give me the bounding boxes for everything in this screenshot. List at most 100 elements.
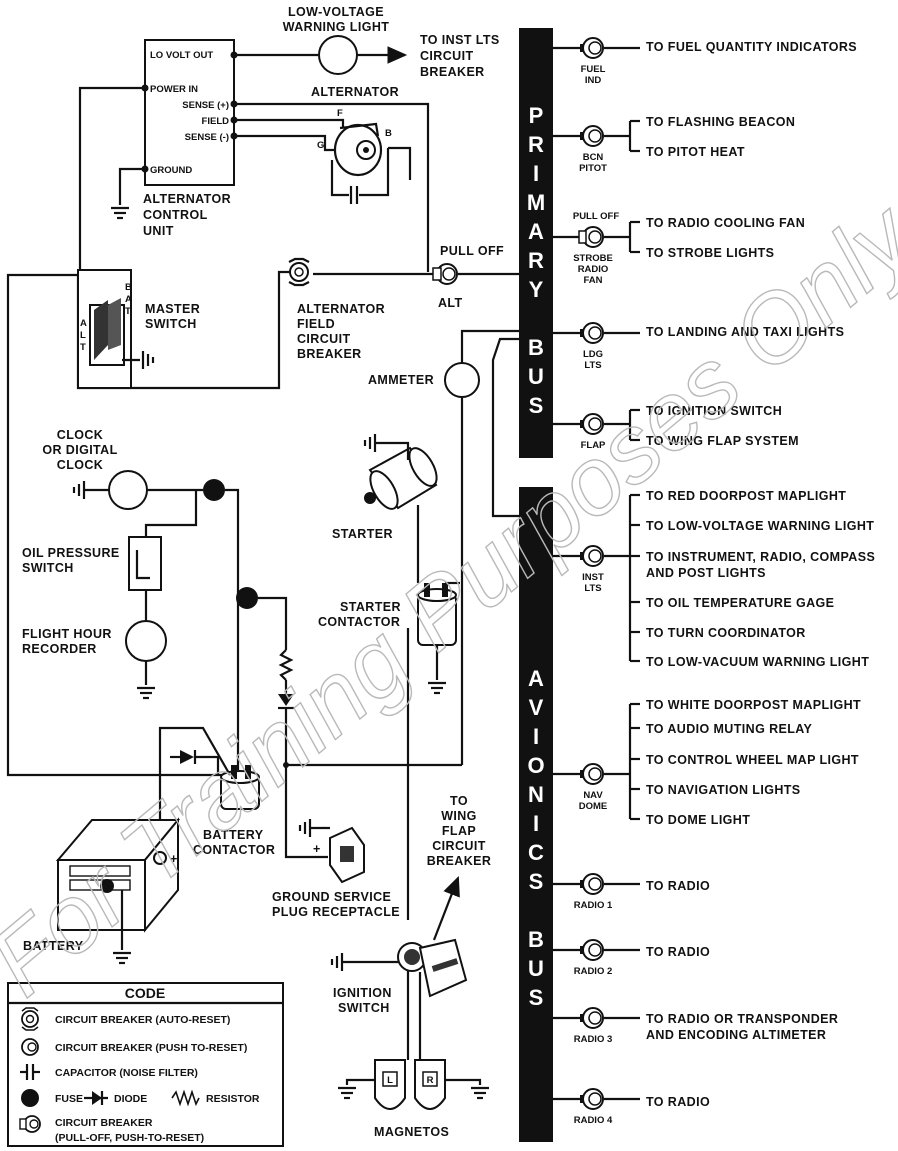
field-cb-label-1: ALTERNATOR <box>297 302 385 316</box>
breaker-name-line: LDG <box>583 349 603 360</box>
breaker-output: TO RADIO <box>646 945 710 959</box>
acu-label-1: ALTERNATOR <box>143 192 231 206</box>
legend-push-reset: CIRCUIT BREAKER (PUSH TO-RESET) <box>55 1042 247 1054</box>
primary-bus-letter-3: M <box>527 190 545 215</box>
battery-contactor-label-1: BATTERY <box>203 828 264 842</box>
avionics-bus-letter-11: S <box>529 985 544 1010</box>
ground-service-plug: - + GROUND SERVICE PLUG RECEPTACLE <box>272 820 400 919</box>
code-title: CODE <box>125 985 165 1001</box>
breaker-name-line: FUEL <box>581 64 606 75</box>
breaker-flap[interactable]: FLAP TO IGNITION SWITCH TO WING FLAP SYSTE… <box>553 404 799 451</box>
legend-pull-off-2: (PULL-OFF, PUSH-TO-RESET) <box>55 1132 204 1144</box>
primary-bus-letter-10: S <box>529 393 544 418</box>
gsp-label-1: GROUND SERVICE <box>272 890 391 904</box>
master-alt-l: L <box>80 330 86 341</box>
legend-capacitor-icon <box>20 1064 40 1080</box>
magneto-right: R <box>427 1075 434 1086</box>
primary-bus-letter-0: P <box>529 103 544 128</box>
breaker-output: TO LANDING AND TAXI LIGHTS <box>646 325 844 339</box>
avionics-bus-letter-5: I <box>533 811 539 836</box>
legend-auto-reset: CIRCUIT BREAKER (AUTO-RESET) <box>55 1014 230 1026</box>
breaker-pull-label: PULL OFF <box>573 211 619 222</box>
breaker-radio-4[interactable]: RADIO 4TO RADIO <box>553 1088 710 1126</box>
breaker-name-line: RADIO 3 <box>574 1034 613 1045</box>
alternator-label: ALTERNATOR <box>311 85 399 99</box>
breaker-output: TO CONTROL WHEEL MAP LIGHT <box>646 753 859 767</box>
avionics-bus-letter-9: B <box>528 927 544 952</box>
breaker-radio-2[interactable]: RADIO 2TO RADIO <box>553 939 710 977</box>
hour-recorder-label-1: FLIGHT HOUR <box>22 627 112 641</box>
breaker-radio-1[interactable]: RADIO 1TO RADIO <box>553 873 710 911</box>
breaker-name-line: FLAP <box>581 440 606 451</box>
acu-label-2: CONTROL <box>143 208 208 222</box>
wing-flap-4: CIRCUIT <box>432 839 486 853</box>
master-bat-a: A <box>125 294 132 305</box>
wing-flap-1: TO <box>450 794 468 808</box>
breaker-output: TO DOME LIGHT <box>646 813 750 827</box>
lv-light-label-1: LOW-VOLTAGE <box>288 5 384 19</box>
legend-pull-off-icon <box>19 1115 41 1133</box>
alt-breaker-pull: PULL OFF <box>440 244 504 258</box>
breaker-output: TO RADIO <box>646 1095 710 1109</box>
lv-dest-2: CIRCUIT <box>420 49 474 63</box>
breaker-output: TO IGNITION SWITCH <box>646 404 782 418</box>
breaker-output: TO RED DOORPOST MAPLIGHT <box>646 489 846 503</box>
primary-bus-letter-4: A <box>528 219 544 244</box>
avionics-bus-letter-6: C <box>528 840 544 865</box>
primary-bus-letter-2: I <box>533 161 539 186</box>
master-switch-label-2: SWITCH <box>145 317 197 331</box>
avionics-bus-letter-2: I <box>533 724 539 749</box>
starter-contactor: STARTER CONTACTOR <box>318 583 457 646</box>
breaker-name-line: LTS <box>584 583 601 594</box>
battery-contactor: BATTERY CONTACTOR <box>193 765 275 857</box>
legend-auto-reset-icon <box>21 1007 39 1031</box>
flight-hour-recorder: FLIGHT HOUR RECORDER <box>22 620 167 662</box>
legend-resistor-icon <box>171 1089 200 1107</box>
battery-plus: + <box>170 852 178 866</box>
alt-term-b: B <box>385 128 392 139</box>
master-alt-a: A <box>80 318 87 329</box>
clock-label-3: CLOCK <box>57 458 103 472</box>
alt-breaker: PULL OFF ALT <box>432 244 504 310</box>
breaker-name-line: BCN <box>583 152 604 163</box>
battery: + BATTERY <box>23 817 181 953</box>
starter: STARTER <box>332 446 438 541</box>
clock: CLOCK OR DIGITAL CLOCK <box>42 428 148 510</box>
legend-pull-off-1: CIRCUIT BREAKER <box>55 1117 153 1129</box>
breaker-name-line: FAN <box>584 275 603 286</box>
breaker-output: TO AUDIO MUTING RELAY <box>646 722 813 736</box>
wing-flap-3: FLAP <box>442 824 476 838</box>
breaker-output: TO INSTRUMENT, RADIO, COMPASS <box>646 550 875 564</box>
alt-breaker-name: ALT <box>438 296 463 310</box>
ammeter-label: AMMETER <box>368 373 434 387</box>
breaker-name-line: NAV <box>583 790 603 801</box>
clock-label-1: CLOCK <box>57 428 103 442</box>
acu-term-sense-minus: SENSE (-) <box>185 132 229 143</box>
breaker-output: AND ENCODING ALTIMETER <box>646 1028 826 1042</box>
breaker-output: TO STROBE LIGHTS <box>646 246 774 260</box>
breaker-output: TO RADIO <box>646 879 710 893</box>
legend-diode: DIODE <box>114 1093 147 1105</box>
ignition-switch[interactable]: IGNITION SWITCH <box>333 938 468 1015</box>
avionics-bus-letter-4: N <box>528 782 544 807</box>
master-switch-label-1: MASTER <box>145 302 200 316</box>
breaker-name-line: PITOT <box>579 163 607 174</box>
master-switch[interactable]: B A T A L T MASTER SWITCH <box>77 269 200 389</box>
oil-switch-label-1: OIL PRESSURE <box>22 546 120 560</box>
breaker-output: TO FUEL QUANTITY INDICATORS <box>646 40 857 54</box>
clock-fuse <box>203 479 225 501</box>
breaker-output: TO WING FLAP SYSTEM <box>646 434 799 448</box>
lv-light-label-2: WARNING LIGHT <box>283 20 390 34</box>
primary-bus-letter-1: R <box>528 132 544 157</box>
breaker-name-line: INST <box>582 572 604 583</box>
starter-contactor-label-1: STARTER <box>340 600 401 614</box>
master-bat-t: T <box>125 306 131 317</box>
breaker-name-line: STROBE <box>573 253 613 264</box>
